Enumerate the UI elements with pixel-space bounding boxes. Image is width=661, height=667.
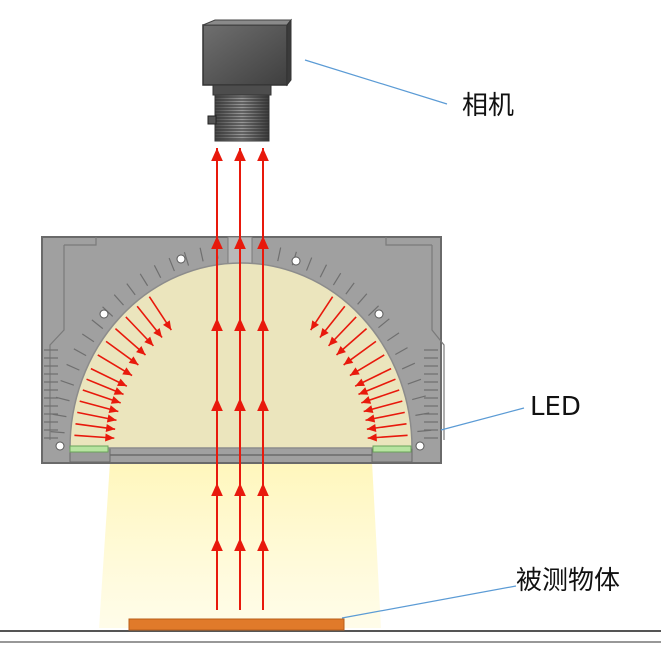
- mounting-holes: [55, 254, 425, 451]
- heat-sink-fins: [44, 244, 438, 439]
- led-arrowhead: [122, 367, 133, 376]
- led-arrowhead: [105, 423, 116, 432]
- led-arrowhead: [117, 378, 127, 387]
- led-arrowhead: [108, 405, 119, 414]
- object-leader-line: [341, 585, 517, 619]
- led-arrowhead: [336, 346, 346, 356]
- ray-arrowhead: [211, 538, 223, 551]
- ray-arrowhead: [257, 236, 269, 249]
- led-arrowhead: [343, 356, 354, 365]
- reflected-rays: [211, 148, 269, 610]
- ray-arrowhead: [211, 236, 223, 249]
- ray-arrowhead: [211, 318, 223, 331]
- led-arrowhead: [365, 414, 376, 423]
- led-emission-arrows: [74, 296, 408, 442]
- led-arrowhead: [328, 336, 338, 346]
- ray-arrowhead: [234, 236, 246, 249]
- ray-arrowhead: [211, 148, 223, 161]
- ray-arrowhead: [257, 398, 269, 411]
- object-label: 被测物体: [516, 566, 620, 596]
- led-arrowhead: [363, 405, 374, 414]
- camera-lens-mount: [212, 84, 272, 96]
- leader-lines: [304, 59, 525, 619]
- ray-arrowhead: [211, 483, 223, 496]
- led-arrowhead: [355, 378, 365, 387]
- led-arrowhead: [128, 356, 139, 365]
- ray-arrowhead: [257, 148, 269, 161]
- led-arrowhead: [153, 327, 163, 338]
- ray-arrowhead: [257, 538, 269, 551]
- led-arrowhead: [319, 327, 329, 338]
- led-arrowhead: [106, 414, 117, 423]
- led-arrowhead: [144, 336, 154, 346]
- ray-arrowhead: [257, 318, 269, 331]
- ground-surface: [0, 630, 661, 643]
- ray-arrowhead: [234, 538, 246, 551]
- led-arrowhead: [105, 433, 115, 442]
- led-strips: [69, 445, 412, 453]
- ray-arrowhead: [234, 398, 246, 411]
- led-arrowhead: [113, 387, 124, 395]
- led-label: LED: [530, 392, 581, 422]
- led-strip-left: [69, 445, 109, 453]
- led-arrowhead: [110, 396, 121, 404]
- camera: [202, 18, 293, 142]
- camera-leader-line: [304, 59, 448, 105]
- led-leader-line: [440, 407, 525, 431]
- led-arrowhead: [310, 320, 320, 331]
- ray-arrowhead: [234, 318, 246, 331]
- ray-arrowhead: [211, 398, 223, 411]
- camera-label: 相机: [462, 91, 514, 121]
- ray-arrowhead: [234, 148, 246, 161]
- led-arrowhead: [367, 433, 377, 442]
- led-arrowhead: [358, 387, 369, 395]
- led-strip-right: [372, 445, 412, 453]
- led-arrowhead: [366, 423, 377, 432]
- led-arrowhead: [162, 320, 172, 331]
- ray-arrowhead: [234, 483, 246, 496]
- test-object: [128, 618, 345, 631]
- led-arrowhead: [349, 367, 360, 376]
- led-arrowhead: [361, 396, 372, 404]
- led-arrowhead: [136, 346, 146, 356]
- ray-arrowhead: [257, 483, 269, 496]
- camera-body: [202, 24, 288, 86]
